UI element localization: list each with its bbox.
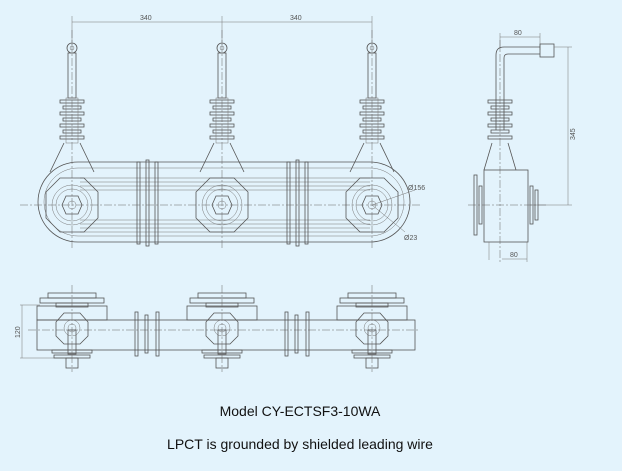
model-caption: Model CY-ECTSF3-10WA: [219, 403, 381, 419]
dim-side-height: 345: [570, 128, 577, 140]
dim-side-top: 80: [514, 30, 522, 37]
dim-bottom-height: 120: [15, 326, 22, 338]
side-view: 80 345 80: [468, 30, 577, 262]
dim-spacing-right: 340: [290, 15, 302, 22]
dim-spacing-left: 340: [140, 15, 152, 22]
dim-side-bottom: 80: [510, 252, 518, 259]
note-caption: LPCT is grounded by shielded leading wir…: [167, 436, 433, 452]
dim-diameter-inner: Ø23: [404, 235, 417, 242]
front-view: 340 340: [20, 15, 425, 251]
dim-diameter-outer: Ø156: [408, 185, 425, 192]
plan-view: 120: [15, 284, 420, 373]
